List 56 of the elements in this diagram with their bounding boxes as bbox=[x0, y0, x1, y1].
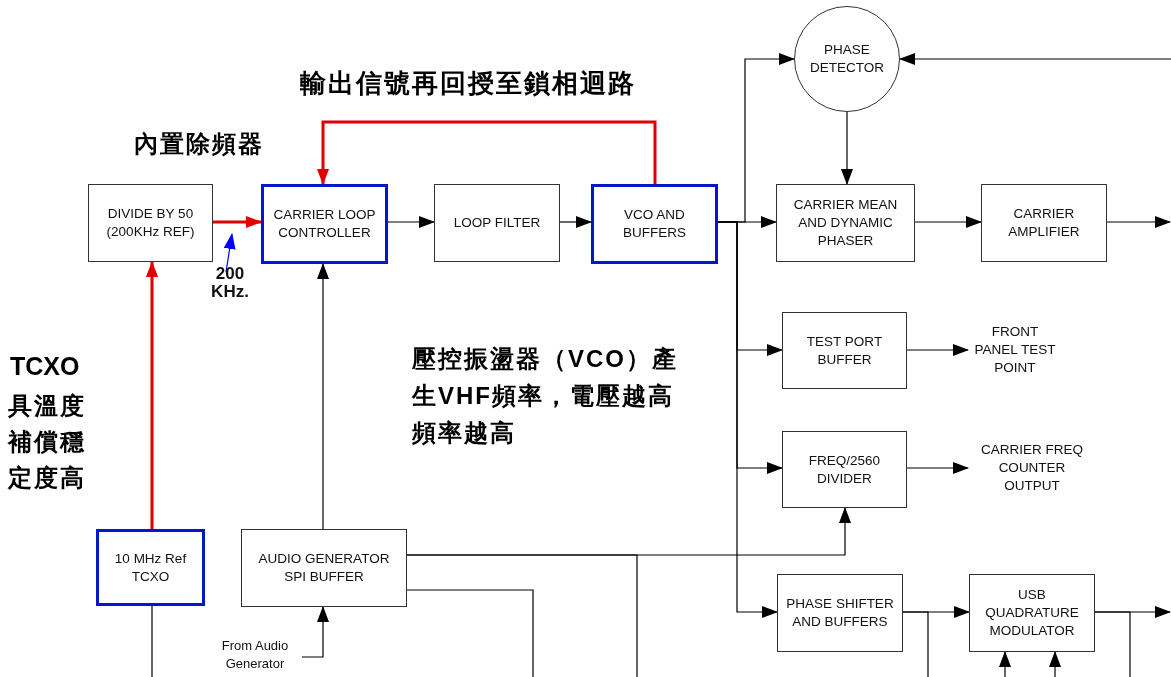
box-label: CARRIER AMPLIFIER bbox=[1007, 205, 1081, 241]
connector-line bbox=[1094, 611, 1131, 677]
process-box bbox=[434, 184, 560, 262]
arrow bbox=[841, 111, 853, 185]
box-label: PHASE DETECTOR bbox=[809, 41, 885, 77]
box-label: DIVIDE BY 50 (200KHz REF) bbox=[105, 205, 196, 241]
process-box bbox=[782, 312, 907, 389]
box-label: FREQ/2560 DIVIDER bbox=[807, 451, 882, 488]
arrow bbox=[301, 606, 329, 658]
process-box bbox=[261, 184, 388, 264]
connector-line bbox=[902, 611, 929, 677]
output-label: CARRIER FREQ COUNTER OUTPUT bbox=[980, 441, 1084, 495]
arrow bbox=[559, 216, 592, 228]
frequency-label: 200 KHz. bbox=[210, 265, 250, 301]
arrow bbox=[146, 261, 158, 529]
arrow bbox=[317, 263, 329, 530]
box-label: VCO AND BUFFERS bbox=[622, 206, 687, 242]
input-label: From Audio Generator bbox=[220, 637, 290, 673]
box-label: AUDIO GENERATOR SPI BUFFER bbox=[257, 550, 391, 586]
arrow bbox=[717, 221, 778, 618]
connector-line bbox=[406, 589, 534, 677]
arrow bbox=[387, 216, 435, 228]
process-box bbox=[776, 184, 915, 262]
output-label: FRONT PANEL TEST POINT bbox=[973, 323, 1057, 377]
box-label: CARRIER MEAN AND DYNAMIC PHASER bbox=[792, 196, 899, 250]
box-label: LOOP FILTER bbox=[453, 214, 541, 232]
box-label: TEST PORT BUFFER bbox=[805, 332, 884, 369]
annotation-text: TCXO bbox=[10, 351, 81, 382]
arrow bbox=[899, 53, 1171, 65]
process-box bbox=[88, 184, 213, 262]
connector-line bbox=[151, 605, 153, 677]
box-label: 10 MHz Ref TCXO bbox=[113, 549, 188, 586]
box-label: USB QUADRATURE MODULATOR bbox=[984, 586, 1080, 640]
process-box bbox=[96, 529, 205, 606]
box-label: CARRIER LOOP CONTROLLER bbox=[272, 206, 377, 242]
arrow bbox=[213, 216, 262, 228]
process-box bbox=[241, 529, 407, 607]
feedback-arrow bbox=[317, 120, 657, 185]
arrow bbox=[914, 216, 982, 228]
annotation-text: 輸出信號再回授至鎖相迴路 bbox=[300, 67, 637, 100]
box-label: PHASE SHIFTER AND BUFFERS bbox=[785, 595, 895, 631]
annotation-text: 具溫度補償穩定度高 bbox=[8, 390, 87, 494]
arrow bbox=[999, 651, 1011, 677]
process-box bbox=[591, 184, 718, 264]
arrow bbox=[1049, 651, 1061, 677]
leader-line bbox=[223, 233, 236, 273]
arrow bbox=[1106, 216, 1171, 228]
arrow bbox=[906, 462, 969, 474]
annotation-text: 壓控振盪器（VCO）產生VHF頻率，電壓越高頻率越高 bbox=[412, 343, 679, 449]
annotation-text: 內置除頻器 bbox=[134, 128, 265, 160]
process-box bbox=[782, 431, 907, 508]
process-box bbox=[969, 574, 1095, 652]
connector-line bbox=[406, 554, 638, 677]
process-box bbox=[777, 574, 903, 652]
arrow bbox=[906, 344, 969, 356]
process-box bbox=[981, 184, 1107, 262]
